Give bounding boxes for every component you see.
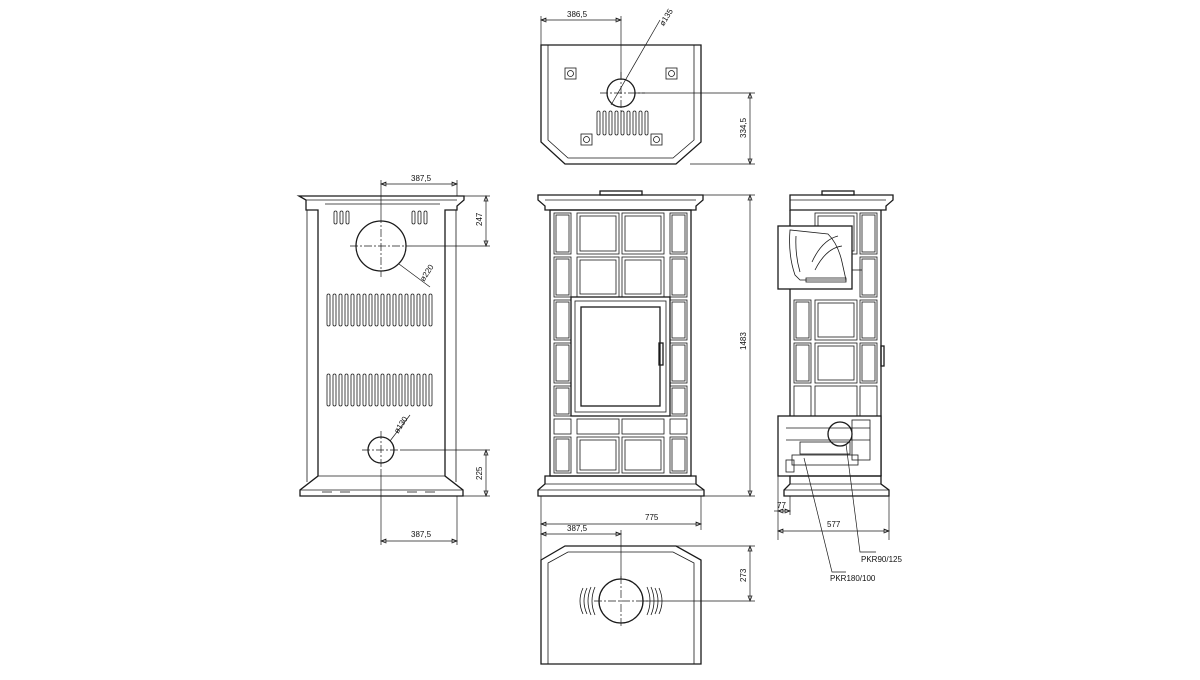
side-depth-label: 577 — [827, 520, 841, 529]
part-a-label: PKR90/125 — [861, 555, 902, 564]
bottom-view-outline — [540, 545, 702, 665]
part-b-label: PKR180/100 — [830, 574, 876, 583]
back-top-offset-label: 387,5 — [411, 174, 432, 183]
top-view-foot — [580, 133, 593, 146]
top-view-outline — [540, 44, 702, 165]
top-view-inner-outline — [547, 45, 695, 159]
back-view-outline — [296, 195, 465, 497]
back-bottom-height-label: 225 — [475, 466, 484, 480]
top-depth-label: 334,5 — [739, 117, 748, 138]
top-view: 386,5 ø135 334,5 — [540, 7, 755, 165]
front-height-label: 1483 — [739, 332, 748, 350]
top-view-foot — [665, 67, 678, 80]
top-flue-label: ø135 — [658, 7, 676, 28]
top-offset-label: 386,5 — [567, 10, 588, 19]
side-view: 77 577 PKR90/125 PKR180/100 — [774, 190, 902, 583]
bottom-view: 387,5 273 — [540, 524, 755, 665]
back-top-height-label: 247 — [475, 212, 484, 226]
top-view-foot — [650, 133, 663, 146]
front-door-frame — [570, 296, 671, 417]
bottom-depth-label: 273 — [739, 568, 748, 582]
front-door-handle — [658, 342, 664, 366]
front-door-glass — [580, 306, 661, 407]
side-front-offset-label: 77 — [777, 501, 786, 510]
back-air-inlet-label: ø130 — [392, 414, 410, 435]
back-view: 387,5 247 ø220 ø130 225 387,5 — [296, 174, 490, 545]
side-cornice — [789, 194, 894, 211]
top-view-vents — [596, 110, 649, 136]
bottom-offset-label: 387,5 — [567, 524, 588, 533]
back-upper-vents — [326, 293, 433, 327]
back-lower-vents — [326, 373, 433, 407]
front-base — [537, 475, 705, 497]
back-flue-label: ø220 — [418, 262, 436, 283]
side-cutaway-bottom — [777, 415, 882, 477]
back-top-slots — [333, 210, 428, 225]
front-tiles — [553, 212, 688, 474]
front-view: 1483 775 — [537, 190, 755, 530]
front-width-label: 775 — [645, 513, 659, 522]
side-base — [783, 475, 890, 497]
side-door-handle — [880, 345, 885, 367]
front-cornice — [537, 194, 704, 211]
back-bottom-offset-label: 387,5 — [411, 530, 432, 539]
top-view-foot — [564, 67, 577, 80]
